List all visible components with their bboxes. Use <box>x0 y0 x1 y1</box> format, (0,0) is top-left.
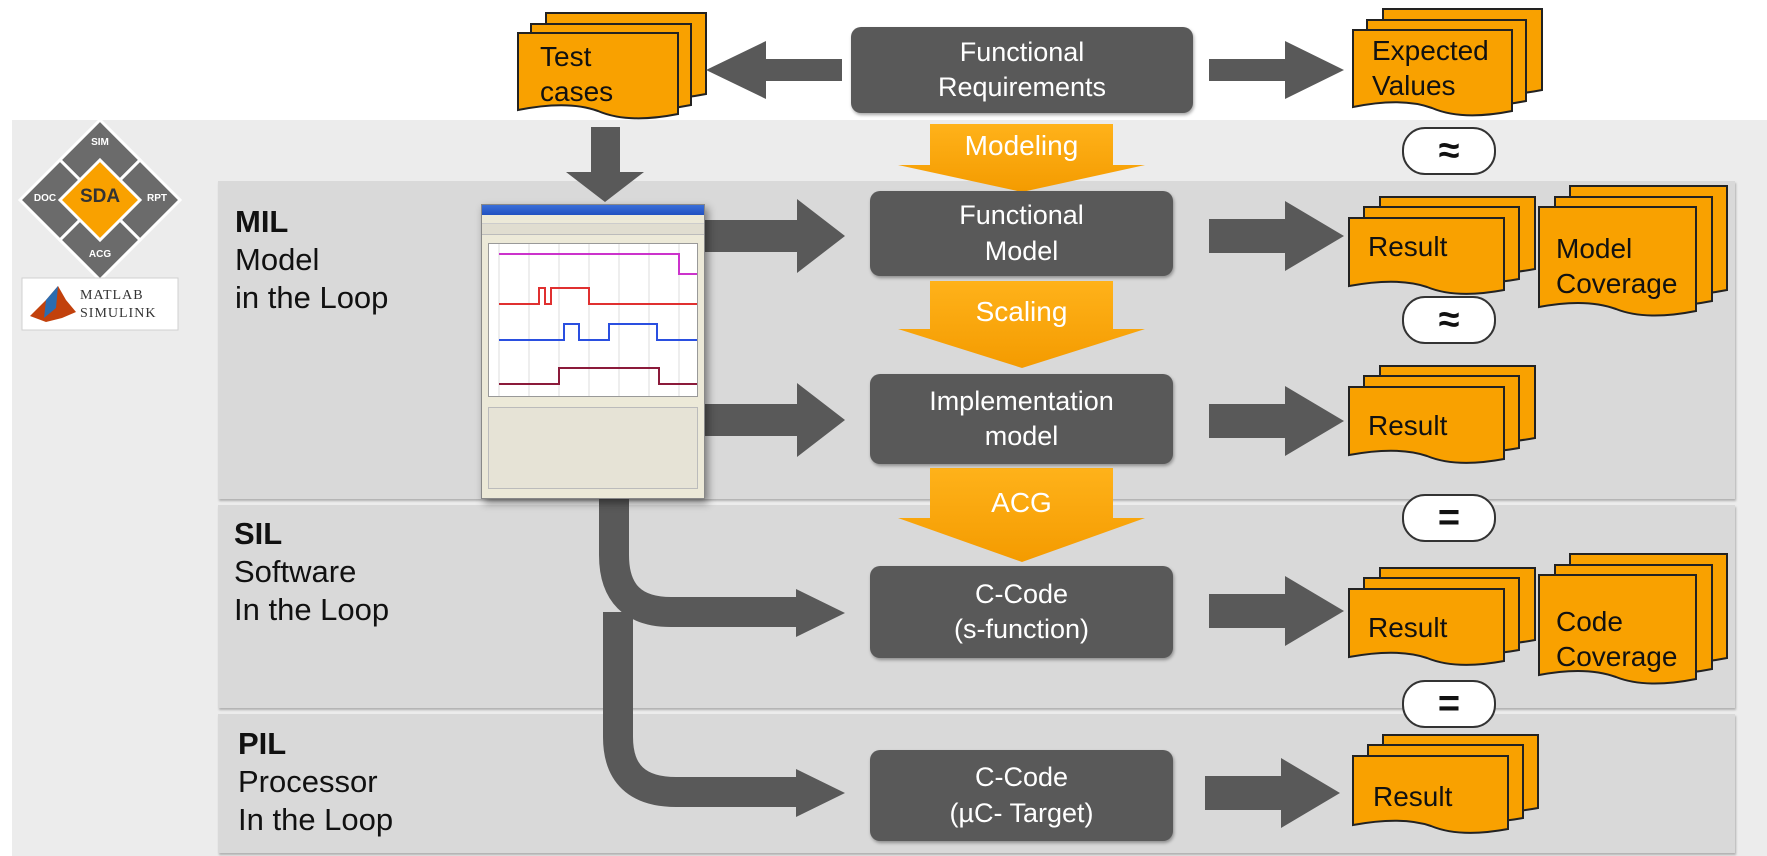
sda-logo <box>17 117 183 283</box>
code-coverage-line1: Code <box>1556 606 1623 637</box>
implementation-model-line1: Implementation <box>929 385 1114 416</box>
functional-requirements-line2: Requirements <box>937 72 1107 102</box>
code-coverage-line2: Coverage <box>1556 640 1678 672</box>
functional-model-line2: Model <box>984 235 1059 266</box>
c-code-sfunction-line2: (s-function) <box>953 614 1090 644</box>
curved-arrow-to-sil-head <box>796 589 845 637</box>
expected-values-line1: Expected <box>1372 35 1489 66</box>
result-document-stack-sil <box>1348 567 1536 666</box>
sda-logo-top-label: SIM <box>91 137 109 148</box>
pil-level-label: PIL Processor In the Loop <box>238 725 393 839</box>
expected-values-document-stack <box>1352 8 1543 117</box>
approx-symbol-1: ≈ <box>1402 127 1496 175</box>
arrow-to-expected-values <box>1209 41 1344 99</box>
test-cases-line1: Test <box>540 41 592 72</box>
acg-label: ACG <box>991 487 1052 518</box>
pil-line1: Processor <box>238 764 378 799</box>
expected-values-line2: Values <box>1372 69 1456 101</box>
sil-level-label: SIL Software In the Loop <box>234 515 389 629</box>
arrow-test-cases-down <box>566 127 644 202</box>
implementation-model-line2: model <box>984 421 1059 451</box>
functional-model-box: Functional Model <box>870 191 1173 276</box>
result-document-stack-mil <box>1348 196 1536 295</box>
model-coverage-label: Model Coverage <box>1556 232 1677 301</box>
mil-line1: Model <box>235 242 320 277</box>
result-label-sil: Result <box>1368 612 1448 643</box>
mil-line2: in the Loop <box>235 280 389 315</box>
result-label-mil: Result <box>1368 231 1448 262</box>
pil-abbr: PIL <box>238 726 287 761</box>
arrow-to-result-pil <box>1205 758 1340 828</box>
curved-arrow-to-sil <box>599 497 797 627</box>
result-label-impl: Result <box>1368 410 1448 441</box>
sda-logo-left-label: DOC <box>33 193 57 204</box>
result-label-pil: Result <box>1373 781 1453 812</box>
arrow-to-result-impl <box>1209 386 1344 456</box>
pil-line2: In the Loop <box>238 802 394 837</box>
signal-builder-window-icon <box>481 204 705 499</box>
model-coverage-document-stack <box>1538 185 1728 317</box>
scaling-funnel-arrow <box>898 281 1145 368</box>
c-code-target-line1: C-Code <box>974 762 1069 793</box>
c-code-sfunction-box: C-Code (s-function) <box>870 566 1173 658</box>
arrow-to-test-cases <box>706 41 842 99</box>
test-cases-document-stack <box>517 12 707 120</box>
functional-requirements-box: Functional Requirements <box>851 27 1193 113</box>
matlab-logo-line2: SIMULINK <box>80 306 157 321</box>
equal-symbol-1: = <box>1402 494 1496 542</box>
matlab-logo-line1: MATLAB <box>80 288 144 303</box>
expected-values-label: Expected Values <box>1372 34 1489 103</box>
c-code-target-box: C-Code (µC- Target) <box>870 750 1173 841</box>
model-coverage-line1: Model <box>1556 233 1633 264</box>
sda-logo-right-label: RPT <box>147 193 167 204</box>
functional-model-line1: Functional <box>959 200 1084 231</box>
c-code-target-line2: (µC- Target) <box>949 797 1094 828</box>
test-cases-label: Test cases <box>540 40 613 109</box>
sda-logo-center-label: SDA <box>79 186 121 207</box>
result-document-stack-pil <box>1352 734 1539 834</box>
arrow-to-result-sil <box>1209 576 1344 646</box>
c-code-sfunction-line1: C-Code <box>974 578 1069 609</box>
modeling-funnel-arrow <box>898 124 1145 192</box>
approx-symbol-2: ≈ <box>1402 296 1496 344</box>
signal-plot-icon <box>498 244 697 396</box>
arrow-to-result-mil <box>1209 201 1344 271</box>
test-cases-line2: cases <box>540 75 614 107</box>
implementation-model-box: Implementation model <box>870 374 1173 464</box>
sil-abbr: SIL <box>234 516 283 551</box>
sda-logo-bottom-label: ACG <box>88 249 112 260</box>
arrow-to-implementation-model <box>705 383 845 457</box>
sil-line1: Software <box>234 554 357 589</box>
equal-symbol-2: = <box>1402 680 1496 728</box>
curved-arrow-to-pil-head <box>796 769 845 817</box>
modeling-label: Modeling <box>964 130 1079 161</box>
scaling-label: Scaling <box>975 296 1068 327</box>
code-coverage-document-stack <box>1538 553 1728 685</box>
acg-funnel-arrow <box>898 468 1145 562</box>
matlab-simulink-peak-icon <box>21 277 179 331</box>
arrow-to-functional-model <box>705 199 845 273</box>
curved-arrow-to-pil <box>603 612 797 807</box>
sil-line2: In the Loop <box>234 592 390 627</box>
model-coverage-line2: Coverage <box>1556 267 1678 299</box>
code-coverage-label: Code Coverage <box>1556 605 1677 674</box>
functional-requirements-line1: Functional <box>959 36 1085 67</box>
mil-abbr: MIL <box>235 204 289 239</box>
result-document-stack-impl <box>1348 365 1536 464</box>
mil-level-label: MIL Model in the Loop <box>235 203 388 317</box>
